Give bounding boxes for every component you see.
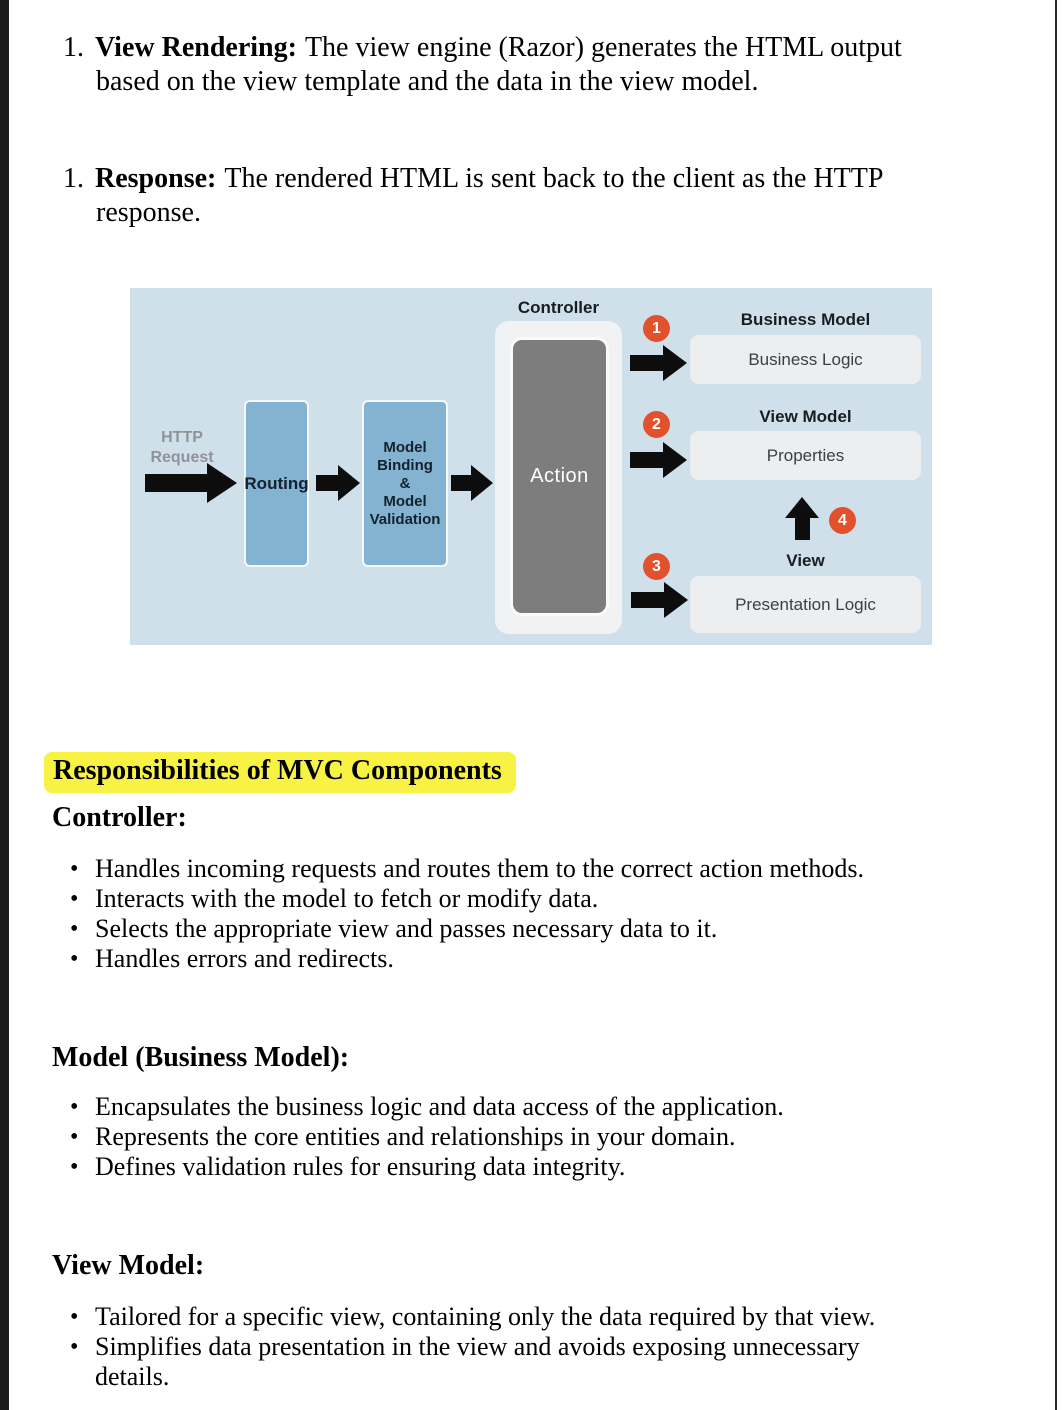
business-logic-box: Business Logic: [690, 335, 921, 384]
list-item-line1: 1. View Rendering:The view engine (Razor)…: [63, 31, 902, 65]
view-title: View: [786, 551, 825, 570]
http-request-line2: Request: [150, 449, 214, 466]
list-item-view-rendering: 1. View Rendering:The view engine (Razor)…: [63, 31, 902, 99]
routing-label: Routing: [244, 473, 309, 493]
arrow-head: [207, 463, 237, 503]
list-item-text: The view engine (Razor) generates the HT…: [304, 32, 902, 63]
step-badge-2: 2: [643, 411, 670, 438]
action-box: Action: [510, 337, 609, 616]
properties-box: Properties: [690, 431, 921, 480]
arrow-stem: [794, 518, 810, 540]
view-model-title: View Model: [759, 407, 852, 426]
bullet-icon: •: [70, 1154, 79, 1180]
binding-line: Model: [383, 492, 427, 510]
binding-line: Model: [383, 438, 427, 456]
step-badge-3: 3: [643, 553, 670, 580]
bullet-list-controller: • Handles incoming requests and routes th…: [70, 854, 864, 974]
controller-label: Controller: [517, 298, 600, 317]
routing-box: Routing: [244, 400, 309, 567]
bullet-icon: •: [70, 1124, 79, 1150]
bullet-text: Represents the core entities and relatio…: [95, 1122, 736, 1151]
bullet-icon: •: [70, 916, 79, 942]
section-heading-controller: Controller:: [52, 802, 187, 833]
binding-line: Binding: [377, 456, 433, 474]
list-item: • Selects the appropriate view and passes…: [70, 914, 864, 944]
arrow-head: [663, 442, 687, 478]
list-item-line1: 1. Response:The rendered HTML is sent bac…: [63, 162, 883, 196]
binding-line: Validation: [369, 510, 441, 528]
arrow-up-icon: [785, 497, 819, 540]
list-number: 1.: [63, 163, 84, 194]
list-item: • Represents the core entities and relati…: [70, 1122, 784, 1152]
mvc-flow-diagram: HTTP Request Routing Model Binding & Mod…: [130, 288, 932, 645]
list-item-line2: based on the view template and the data …: [96, 66, 759, 97]
arrow-right-icon: [451, 465, 493, 501]
bullet-text: Encapsulates the business logic and data…: [95, 1092, 784, 1121]
list-number: 1.: [63, 32, 84, 63]
arrow-right-icon: [145, 463, 237, 503]
arrow-head: [338, 465, 360, 501]
highlighted-heading: Responsibilities of MVC Components: [44, 752, 516, 793]
model-binding-box: Model Binding & Model Validation: [362, 400, 448, 567]
step-badge-4: 4: [829, 507, 856, 534]
business-model-title: Business Model: [740, 310, 871, 329]
list-item: • Encapsulates the business logic and dat…: [70, 1092, 784, 1122]
bullet-text: Handles errors and redirects.: [95, 944, 394, 973]
arrow-head: [785, 497, 819, 518]
step-badge-1: 1: [643, 315, 670, 342]
list-item-line2: response.: [96, 197, 201, 228]
bullet-icon: •: [70, 1304, 79, 1330]
list-item: • Handles errors and redirects.: [70, 944, 864, 974]
http-request-label: HTTP Request: [138, 428, 226, 468]
bullet-icon: •: [70, 946, 79, 972]
arrow-stem: [630, 452, 663, 468]
arrow-head: [664, 582, 688, 618]
bullet-text: Defines validation rules for ensuring da…: [95, 1152, 626, 1181]
bullet-icon: •: [70, 1334, 79, 1360]
action-label: Action: [530, 465, 589, 487]
http-request-line1: HTTP: [161, 429, 203, 446]
binding-line: &: [399, 474, 411, 492]
list-item: • Handles incoming requests and routes th…: [70, 854, 864, 884]
page-left-border: [0, 0, 9, 1410]
section-heading-view-model: View Model:: [52, 1250, 205, 1281]
bullet-text: Tailored for a specific view, containing…: [95, 1302, 876, 1331]
arrow-stem: [145, 474, 207, 492]
bullet-icon: •: [70, 886, 79, 912]
bullet-list-view-model: • Tailored for a specific view, containin…: [70, 1302, 875, 1392]
bullet-icon: •: [70, 856, 79, 882]
list-item: • Interacts with the model to fetch or mo…: [70, 884, 864, 914]
bullet-icon: •: [70, 1094, 79, 1120]
bullet-text: Selects the appropriate view and passes …: [95, 914, 718, 943]
bullet-text-wrapped: details.: [95, 1362, 170, 1391]
arrow-stem: [631, 592, 664, 608]
arrow-stem: [451, 475, 471, 491]
bullet-text: Interacts with the model to fetch or mod…: [95, 884, 599, 913]
list-item-term: View Rendering:: [95, 32, 297, 63]
arrow-right-icon: [631, 582, 688, 618]
arrow-right-icon: [316, 465, 360, 501]
list-item-term: Response:: [95, 163, 217, 194]
arrow-right-icon: [630, 345, 687, 381]
arrow-stem: [316, 475, 338, 491]
arrow-head: [663, 345, 687, 381]
list-item: • Defines validation rules for ensuring d…: [70, 1152, 784, 1182]
list-item: • Simplifies data presentation in the vie…: [70, 1332, 875, 1362]
arrow-stem: [630, 355, 663, 371]
bullet-text: Handles incoming requests and routes the…: [95, 854, 864, 883]
bullet-text: Simplifies data presentation in the view…: [95, 1332, 860, 1361]
arrow-right-icon: [630, 442, 687, 478]
section-heading-model: Model (Business Model):: [52, 1042, 350, 1073]
page-right-border: [1055, 0, 1057, 1410]
list-item-response: 1. Response:The rendered HTML is sent bac…: [63, 162, 883, 230]
list-item-text: The rendered HTML is sent back to the cl…: [224, 163, 884, 194]
presentation-logic-box: Presentation Logic: [690, 576, 921, 633]
arrow-head: [471, 465, 493, 501]
list-item: • Tailored for a specific view, containin…: [70, 1302, 875, 1332]
bullet-list-model: • Encapsulates the business logic and dat…: [70, 1092, 784, 1182]
